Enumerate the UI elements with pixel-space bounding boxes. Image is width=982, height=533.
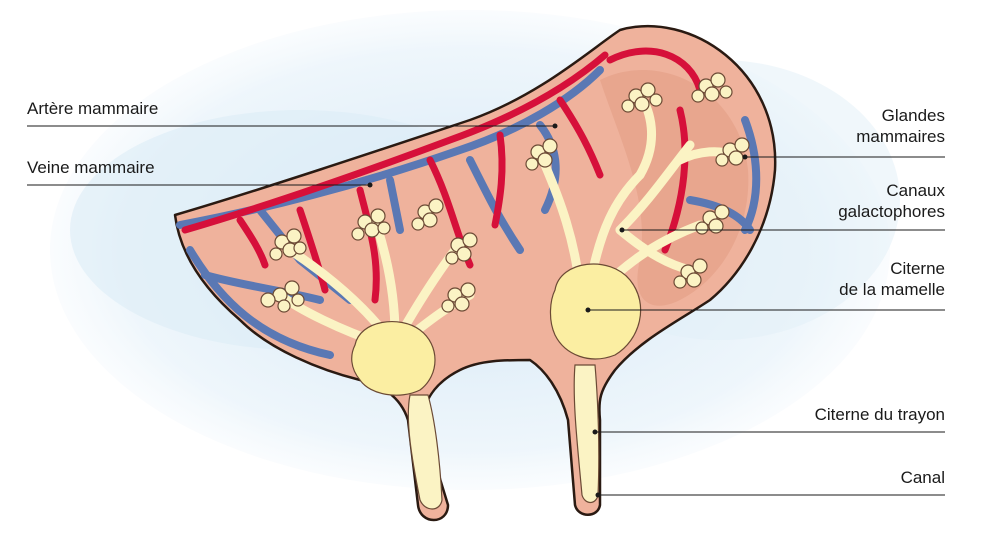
right-udder-cistern <box>550 264 640 359</box>
label-canaux-galactophores: Canaux galactophores <box>838 180 945 222</box>
label-glandes-line1: Glandes <box>856 105 945 126</box>
label-citerne-mamelle-line1: Citerne <box>839 258 945 279</box>
label-glandes-line2: mammaires <box>856 126 945 147</box>
label-citerne-trayon: Citerne du trayon <box>815 404 945 425</box>
label-glandes-mammaires: Glandes mammaires <box>856 105 945 147</box>
label-canal: Canal <box>901 467 945 488</box>
label-canaux-line2: galactophores <box>838 201 945 222</box>
label-veine-mammaire: Veine mammaire <box>27 157 155 178</box>
label-canaux-line1: Canaux <box>838 180 945 201</box>
label-artere-mammaire: Artère mammaire <box>27 98 158 119</box>
label-citerne-mamelle: Citerne de la mamelle <box>839 258 945 300</box>
left-udder-cistern <box>352 322 435 396</box>
label-citerne-mamelle-line2: de la mamelle <box>839 279 945 300</box>
